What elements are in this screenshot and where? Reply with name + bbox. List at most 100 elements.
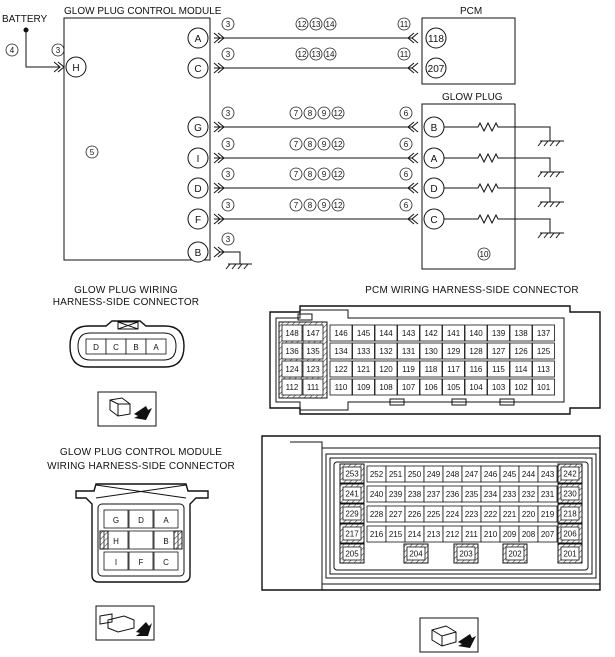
connector-symbol (407, 62, 419, 74)
svg-text:C: C (113, 343, 119, 352)
svg-text:F: F (195, 215, 201, 226)
pcm-pin-248: 248 (442, 465, 463, 483)
pcm-pin-136: 136 (281, 342, 303, 360)
svg-text:207: 207 (541, 530, 555, 539)
svg-text:222: 222 (484, 510, 498, 519)
pcm-pin-226: 226 (404, 505, 425, 523)
svg-text:202: 202 (508, 550, 522, 559)
svg-text:8: 8 (308, 201, 313, 210)
pcm-pin-109: 109 (352, 378, 375, 396)
svg-text:251: 251 (389, 470, 403, 479)
pcm-pin-139: 139 (487, 324, 510, 342)
pcm-pin-113: 113 (532, 360, 555, 378)
callout-6: 6 (399, 137, 413, 151)
gp-connector-title-2: HARNESS-SIDE CONNECTOR (53, 297, 199, 308)
svg-text:212: 212 (446, 530, 460, 539)
pcm-pin-114: 114 (509, 360, 533, 378)
svg-text:247: 247 (465, 470, 479, 479)
svg-text:8: 8 (308, 140, 313, 149)
callout-8: 8 (303, 106, 317, 120)
svg-text:235: 235 (465, 490, 479, 499)
svg-text:138: 138 (514, 329, 528, 338)
glow-plug-pin-b: B (423, 116, 445, 138)
connector-symbol (213, 246, 225, 258)
svg-text:132: 132 (379, 347, 393, 356)
svg-text:12: 12 (334, 170, 343, 179)
svg-text:137: 137 (537, 329, 551, 338)
svg-text:233: 233 (503, 490, 517, 499)
pcm-pin-215: 215 (385, 525, 406, 543)
connector-symbol (407, 182, 419, 194)
callout-6: 6 (399, 106, 413, 120)
svg-text:12: 12 (298, 50, 307, 59)
svg-text:245: 245 (503, 470, 517, 479)
ground-wire (220, 251, 241, 264)
callout-3: 3 (221, 106, 235, 120)
pcm-pin-118: 118 (425, 27, 447, 49)
svg-text:213: 213 (427, 530, 441, 539)
pcm-pin-102: 102 (509, 378, 533, 396)
svg-text:6: 6 (404, 170, 409, 179)
svg-text:130: 130 (424, 347, 438, 356)
svg-text:F: F (139, 558, 144, 567)
callout-12: 12 (295, 17, 309, 31)
pcm-pin-122: 122 (329, 360, 353, 378)
pcm-pin-118: 118 (419, 360, 443, 378)
pcm-pin-103: 103 (487, 378, 510, 396)
pcm-pin-128: 128 (464, 342, 488, 360)
svg-text:14: 14 (326, 20, 335, 29)
svg-text:D: D (430, 184, 437, 195)
key-band (173, 530, 183, 550)
svg-text:103: 103 (492, 383, 506, 392)
pcm-pin-234: 234 (480, 485, 501, 503)
pcm-pin-143: 143 (397, 324, 420, 342)
gpcm-pin-a: A (187, 27, 209, 49)
svg-text:240: 240 (370, 490, 384, 499)
callout-11: 11 (397, 47, 411, 61)
svg-text:3: 3 (226, 235, 231, 244)
svg-text:117: 117 (447, 365, 460, 374)
glow-plug-pin-c: C (423, 208, 445, 230)
svg-text:242: 242 (563, 470, 577, 479)
svg-text:A: A (163, 516, 169, 525)
svg-text:230: 230 (563, 490, 577, 499)
svg-text:204: 204 (409, 550, 423, 559)
svg-text:A: A (431, 154, 438, 165)
svg-text:248: 248 (446, 470, 460, 479)
svg-text:C: C (430, 215, 437, 226)
svg-text:101: 101 (537, 383, 551, 392)
svg-text:229: 229 (345, 510, 359, 519)
svg-text:226: 226 (408, 510, 422, 519)
svg-text:218: 218 (563, 510, 577, 519)
pcm-pin-242: 242 (557, 463, 583, 484)
pcm-pin-138: 138 (509, 324, 533, 342)
svg-text:118: 118 (425, 365, 438, 374)
svg-text:134: 134 (334, 347, 348, 356)
svg-text:136: 136 (285, 347, 299, 356)
svg-text:114: 114 (515, 365, 528, 374)
callout-10: 10 (477, 247, 491, 261)
pcm-pin-147: 147 (302, 324, 324, 342)
ground-icon (537, 232, 564, 239)
gpcm-connector-pin-i: I (103, 551, 129, 571)
pcm-pin-101: 101 (532, 378, 555, 396)
svg-text:239: 239 (389, 490, 403, 499)
svg-text:246: 246 (484, 470, 498, 479)
svg-text:122: 122 (334, 365, 348, 374)
pcm-pin-117: 117 (442, 360, 465, 378)
pcm-pin-206: 206 (557, 523, 583, 544)
gpcm-pin-c: C (187, 57, 209, 79)
svg-text:214: 214 (408, 530, 422, 539)
svg-text:224: 224 (446, 510, 460, 519)
svg-text:14: 14 (326, 50, 335, 59)
callout-3: 3 (221, 232, 235, 246)
svg-text:121: 121 (357, 365, 371, 374)
callout-12: 12 (331, 198, 345, 212)
svg-text:223: 223 (465, 510, 479, 519)
callout-14: 14 (323, 17, 337, 31)
svg-text:217: 217 (345, 530, 359, 539)
pcm-pin-222: 222 (480, 505, 501, 523)
svg-text:3: 3 (226, 20, 231, 29)
svg-text:G: G (194, 123, 202, 134)
